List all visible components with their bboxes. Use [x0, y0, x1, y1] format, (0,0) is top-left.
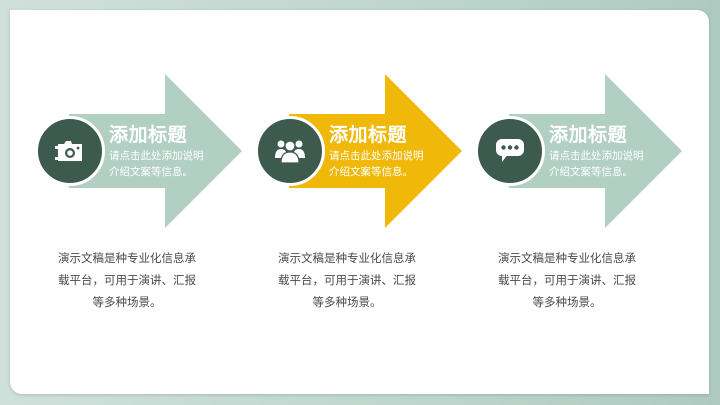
desc-line: 等多种场景。	[532, 295, 602, 309]
arrow-shape	[289, 74, 462, 228]
arrow-shape	[69, 74, 242, 228]
chat-bubble-icon	[496, 139, 524, 162]
step-title: 添加标题	[549, 124, 628, 146]
icon-circle	[255, 116, 325, 186]
desc-line: 演示文稿是种专业化信息承	[278, 251, 416, 265]
subtitle-line: 请点击此处添加说明	[549, 150, 644, 162]
desc-line: 载平台，可用于演讲、汇报	[278, 273, 416, 287]
users-group-icon	[275, 140, 305, 164]
step-3: 添加标题 请点击此处添加说明 介绍文案等信息。 演示文稿是种专业化信息承 载平台…	[440, 0, 682, 405]
step-title: 添加标题	[329, 124, 408, 146]
step-description: 演示文稿是种专业化信息承 载平台，可用于演讲、汇报 等多种场景。	[52, 247, 202, 313]
slide-card	[10, 10, 709, 394]
subtitle-line: 介绍文案等信息。	[109, 166, 193, 178]
desc-line: 等多种场景。	[92, 295, 162, 309]
step-subtitle: 请点击此处添加说明 介绍文案等信息。	[329, 148, 449, 180]
step-subtitle: 请点击此处添加说明 介绍文案等信息。	[109, 148, 229, 180]
arrow-shape	[509, 74, 682, 228]
subtitle-line: 请点击此处添加说明	[109, 150, 204, 162]
subtitle-line: 请点击此处添加说明	[329, 150, 424, 162]
desc-line: 载平台，可用于演讲、汇报	[58, 273, 196, 287]
step-2: 添加标题 请点击此处添加说明 介绍文案等信息。 演示文稿是种专业化信息承 载平台…	[220, 0, 462, 405]
desc-line: 载平台，可用于演讲、汇报	[498, 273, 636, 287]
step-description: 演示文稿是种专业化信息承 载平台，可用于演讲、汇报 等多种场景。	[272, 247, 422, 313]
step-title: 添加标题	[109, 124, 188, 146]
camera-icon	[55, 141, 82, 161]
step-subtitle: 请点击此处添加说明 介绍文案等信息。	[549, 148, 669, 180]
subtitle-line: 介绍文案等信息。	[549, 166, 633, 178]
desc-line: 演示文稿是种专业化信息承	[58, 251, 196, 265]
icon-circle	[475, 116, 545, 186]
desc-line: 演示文稿是种专业化信息承	[498, 251, 636, 265]
step-description: 演示文稿是种专业化信息承 载平台，可用于演讲、汇报 等多种场景。	[492, 247, 642, 313]
subtitle-line: 介绍文案等信息。	[329, 166, 413, 178]
desc-line: 等多种场景。	[312, 295, 382, 309]
step-1: 添加标题 请点击此处添加说明 介绍文案等信息。 演示文稿是种专业化信息承 载平台…	[0, 0, 242, 405]
icon-circle	[35, 116, 105, 186]
